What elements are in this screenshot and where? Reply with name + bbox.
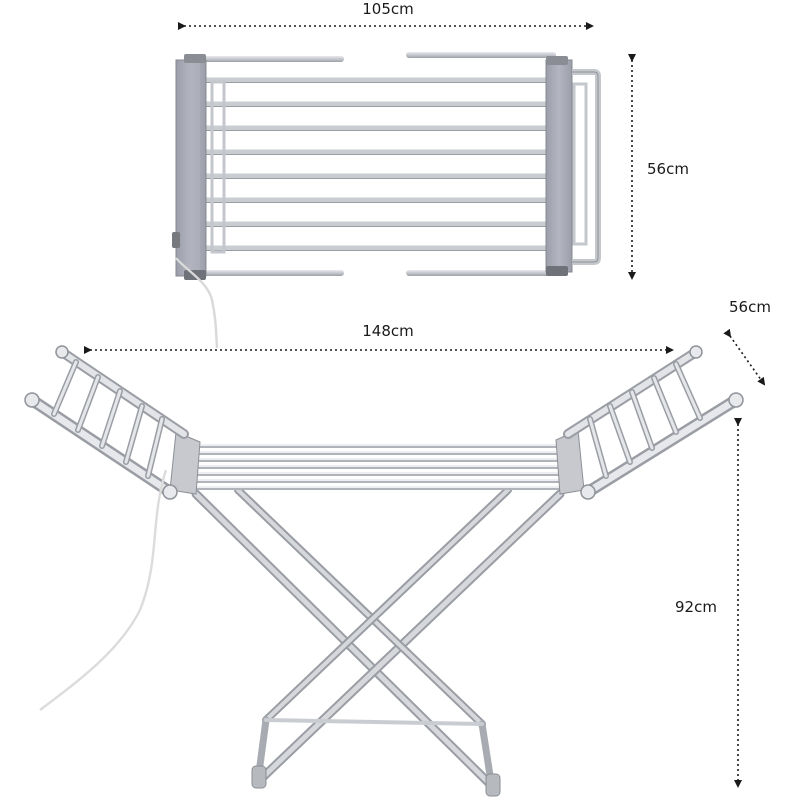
dimension-lines bbox=[84, 22, 766, 788]
top-view-right-wing bbox=[406, 52, 601, 276]
top-view-bed-bars bbox=[197, 77, 553, 251]
top-view-left-wing bbox=[172, 54, 344, 280]
dimension-labels: 105cm 56cm 148cm 56cm 92cm bbox=[362, 0, 771, 616]
dimension-depth-line bbox=[723, 328, 766, 386]
right-wing bbox=[563, 345, 744, 500]
label-unfolded-width: 148cm bbox=[362, 322, 414, 340]
label-height: 92cm bbox=[675, 598, 717, 616]
label-top-depth: 56cm bbox=[647, 160, 689, 178]
perspective-power-cable bbox=[39, 469, 168, 711]
top-view bbox=[172, 52, 601, 349]
label-depth: 56cm bbox=[729, 298, 771, 316]
left-wing bbox=[24, 345, 189, 500]
top-view-power-cable bbox=[175, 257, 219, 349]
legs bbox=[191, 486, 565, 797]
perspective-view bbox=[24, 345, 744, 797]
label-top-width: 105cm bbox=[362, 0, 414, 18]
central-bed bbox=[169, 429, 585, 495]
